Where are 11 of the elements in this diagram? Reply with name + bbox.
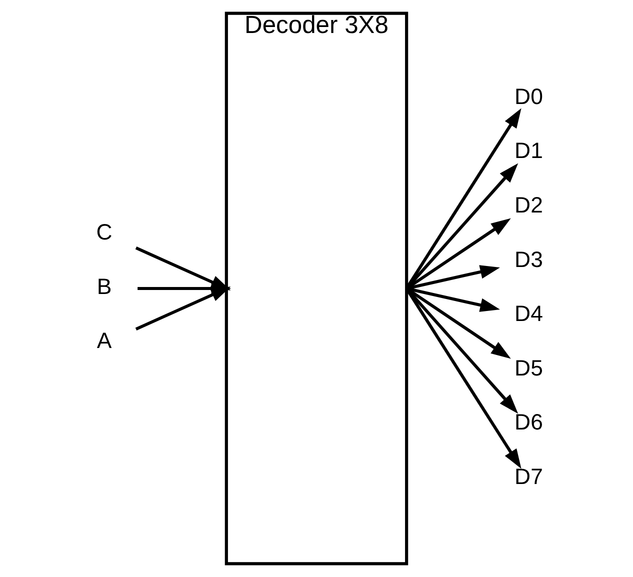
node-text: D4 [514,301,543,326]
node-text: D5 [514,355,543,380]
node-text: D6 [514,410,543,435]
node-text: D3 [514,246,543,272]
node-text: D0 [514,84,543,109]
node-text: C [96,220,112,245]
node-text: D1 [514,138,543,164]
node-text: D7 [514,464,543,489]
node-text: D2 [514,192,543,218]
node-text: A [96,328,112,354]
node-text: B [96,274,112,299]
